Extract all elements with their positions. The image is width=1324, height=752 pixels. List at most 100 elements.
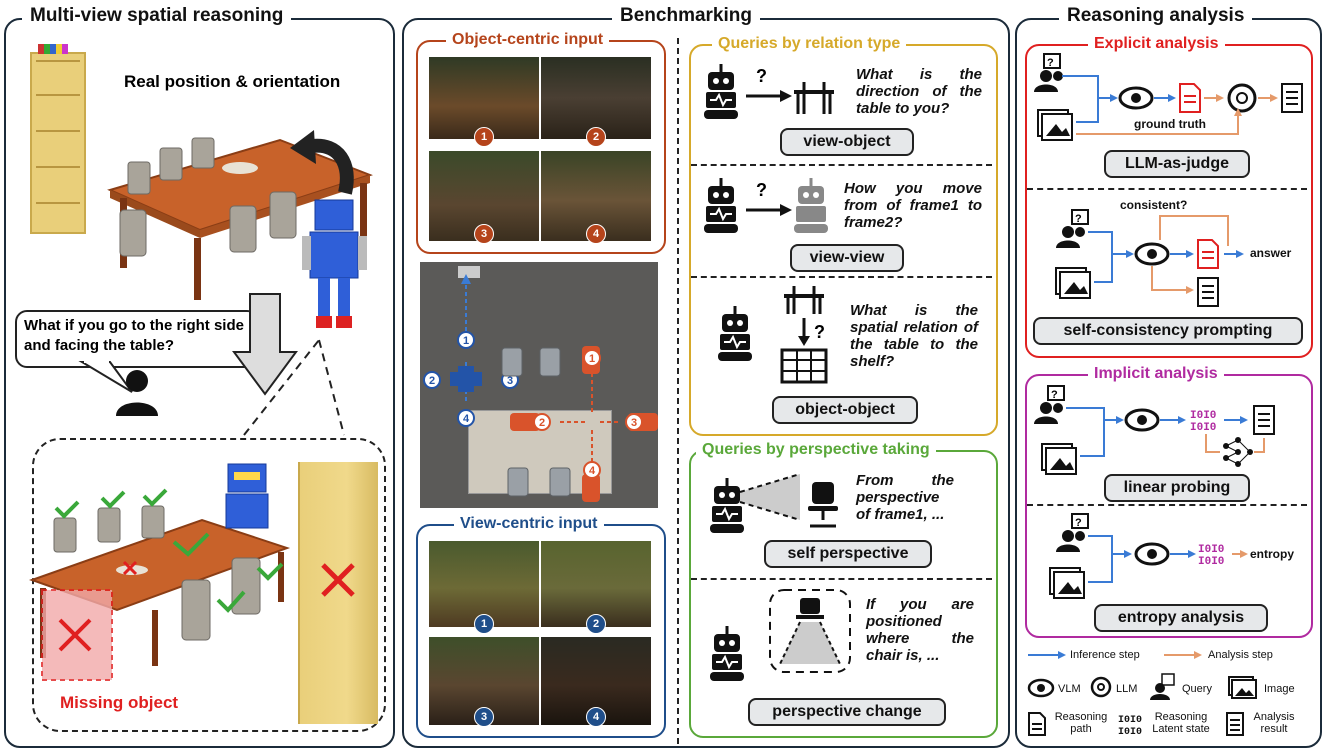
svg-text:3: 3 (631, 417, 637, 429)
query-person-icon (1150, 673, 1175, 700)
svg-text:I0I0: I0I0 (1198, 556, 1224, 568)
explicit-analysis-title: Explicit analysis (1088, 35, 1225, 53)
legend-llm-label: LLM (1116, 683, 1138, 695)
speech-tail (78, 359, 133, 393)
view-badge-4: 4 (586, 707, 606, 727)
entropy-analysis-label: entropy analysis (1094, 604, 1268, 632)
svg-text:I0I0: I0I0 (1190, 422, 1216, 434)
svg-text:4: 4 (463, 413, 470, 425)
consistent-label: consistent? (1120, 198, 1188, 212)
left-panel-title: Multi-view spatial reasoning (22, 5, 292, 27)
books-on-shelf (38, 44, 68, 54)
grey-robot-icon (794, 178, 828, 233)
view-centric-title: View-centric input (454, 515, 604, 533)
middle-divider (677, 38, 679, 744)
arrow-question-icon: ? (746, 66, 792, 102)
table-icon (794, 82, 834, 114)
object-object-question: What is the spatial relation of the tabl… (850, 302, 978, 370)
svg-text:?: ? (814, 322, 825, 342)
implicit-divider (1027, 504, 1307, 506)
missing-object-label: Missing object (60, 693, 179, 712)
legend-image-label: Image (1264, 683, 1295, 695)
chair-icon (808, 482, 838, 528)
ground-truth-label: ground truth (1134, 117, 1206, 131)
bookshelf-x-icon (321, 563, 355, 597)
reasoning-path-icon (1028, 712, 1046, 736)
view-object-label: view-object (780, 128, 914, 156)
vlm-eye-icon (1027, 678, 1055, 698)
explicit-divider (1027, 188, 1307, 190)
relation-type-title: Queries by relation type (712, 35, 907, 53)
detail-scene (28, 488, 291, 681)
right-panel-title: Reasoning analysis (1059, 5, 1253, 27)
rotate-arrow-icon (290, 130, 354, 195)
legend-reasoning-path-label: Reasoning path (1054, 711, 1108, 735)
entropy-flow: ? I0I0 I0I0 (1049, 513, 1248, 599)
person-icon (116, 370, 158, 416)
analysis-result-icon (1226, 712, 1244, 736)
svg-text:?: ? (1051, 389, 1058, 401)
perspective-divider (691, 578, 992, 580)
self-perspective-label: self perspective (764, 540, 932, 568)
legend-analysis-line (1164, 651, 1202, 659)
image-icon (1228, 676, 1257, 699)
view-cone-icon (739, 473, 801, 521)
speech-bubble (15, 310, 259, 368)
object-centric-title: Object-centric input (446, 31, 610, 49)
legend-query-label: Query (1182, 683, 1212, 695)
relation-type-box (689, 44, 998, 436)
legend-result-label: Analysis result (1253, 711, 1295, 735)
svg-text:1: 1 (463, 335, 469, 347)
object-badge-1: 1 (474, 127, 494, 147)
implicit-analysis-title: Implicit analysis (1088, 365, 1224, 383)
entropy-label: entropy (1250, 547, 1295, 561)
middle-panel-title: Benchmarking (612, 5, 760, 27)
view-view-label: view-view (790, 244, 904, 272)
self-consistency-flow: ? (1055, 209, 1244, 307)
legend-latent-label: Reasoning Latent state (1152, 711, 1210, 735)
view-view-question: How you move from of frame1 to frame2? (844, 180, 982, 231)
self-consistency-label: self-consistency prompting (1033, 317, 1303, 345)
robot-icon (718, 306, 752, 361)
relation-divider-2 (691, 276, 992, 278)
small-robot-figure (225, 463, 269, 529)
perspective-change-label: perspective change (748, 698, 946, 726)
legend-vlm-label: VLM (1058, 683, 1081, 695)
view-badge-1: 1 (474, 614, 494, 634)
robot-icon (710, 478, 744, 533)
bookshelf-image (30, 52, 86, 234)
speech-bubble-text: What if you go to the right side and fac… (24, 317, 244, 354)
answer-label: answer (1250, 246, 1292, 260)
robot-icon (710, 626, 744, 681)
robot-icon (704, 64, 738, 119)
svg-text:2: 2 (429, 375, 435, 387)
svg-text:I0I0: I0I0 (1118, 715, 1142, 726)
arrow-question-icon: ? (746, 180, 792, 216)
legend-inference-label: Inference step (1070, 649, 1140, 661)
perspective-change-question: If you are positioned where the chair is… (866, 596, 974, 664)
robot-icon (704, 178, 738, 233)
down-arrow-icon (232, 293, 298, 396)
object-badge-2: 2 (586, 127, 606, 147)
self-perspective-question: From the perspective of frame1, ... (856, 472, 954, 523)
latent-state-icon: I0I0 I0I0 (1118, 715, 1142, 738)
svg-text:?: ? (1075, 517, 1082, 529)
perspective-title: Queries by perspective taking (696, 441, 936, 459)
view-badge-3: 3 (474, 707, 494, 727)
svg-text:2: 2 (539, 417, 545, 429)
legend-inference-line (1028, 651, 1066, 659)
svg-text:I0I0: I0I0 (1198, 544, 1224, 556)
llm-judge-flow: ? (1034, 53, 1303, 141)
svg-text:I0I0: I0I0 (1118, 727, 1142, 738)
callout-bookshelf (298, 462, 378, 724)
llm-as-judge-label: LLM-as-judge (1104, 150, 1250, 178)
object-badge-3: 3 (474, 224, 494, 244)
table-shelf-icon: ? (780, 286, 828, 384)
svg-text:?: ? (756, 180, 767, 200)
perspective-change-icon (769, 589, 851, 673)
real-position-label: Real position & orientation (124, 72, 341, 91)
linear-probing-label: linear probing (1104, 474, 1250, 502)
object-object-label: object-object (772, 396, 918, 424)
linear-probing-flow: ? I0I0 I0I0 (1034, 385, 1275, 475)
